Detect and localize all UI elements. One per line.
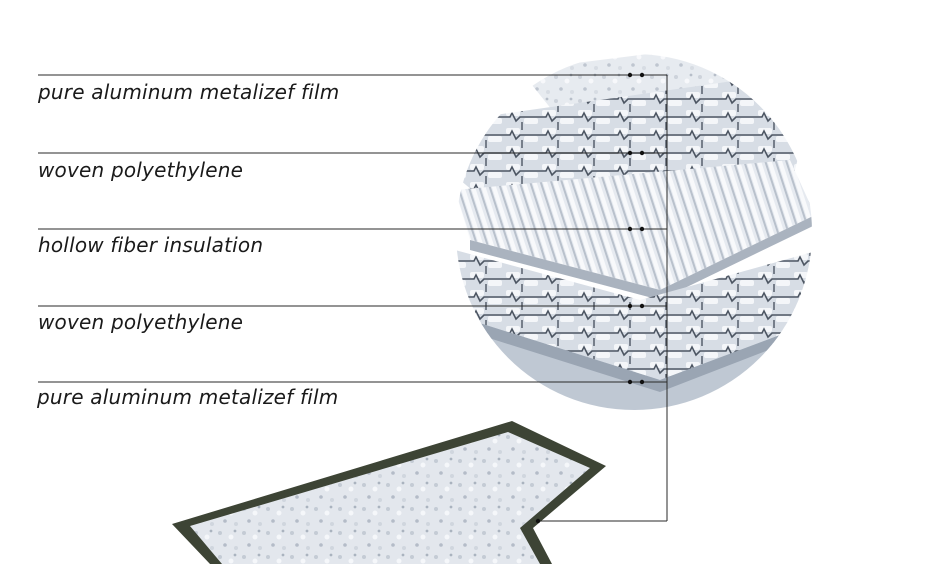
layer-label-bottom-aluminum-film: pure aluminum metalizef film: [37, 385, 339, 409]
layer-label-hollow-fiber-insulation: hollow fiber insulation: [38, 233, 264, 257]
leader-dots: [535, 72, 645, 524]
leader-lines: [38, 74, 668, 522]
hollow-fiber-insulation-layer: [456, 160, 812, 290]
layer-label-top-woven-polyethylene: woven polyethylene: [38, 158, 244, 182]
layer-label-top-aluminum-film: pure aluminum metalizef film: [38, 80, 340, 104]
layer-stack-illustration: [456, 54, 812, 410]
layer-label-bottom-woven-polyethylene: woven polyethylene: [38, 310, 244, 334]
insulation-sheet-sample: [172, 421, 606, 564]
